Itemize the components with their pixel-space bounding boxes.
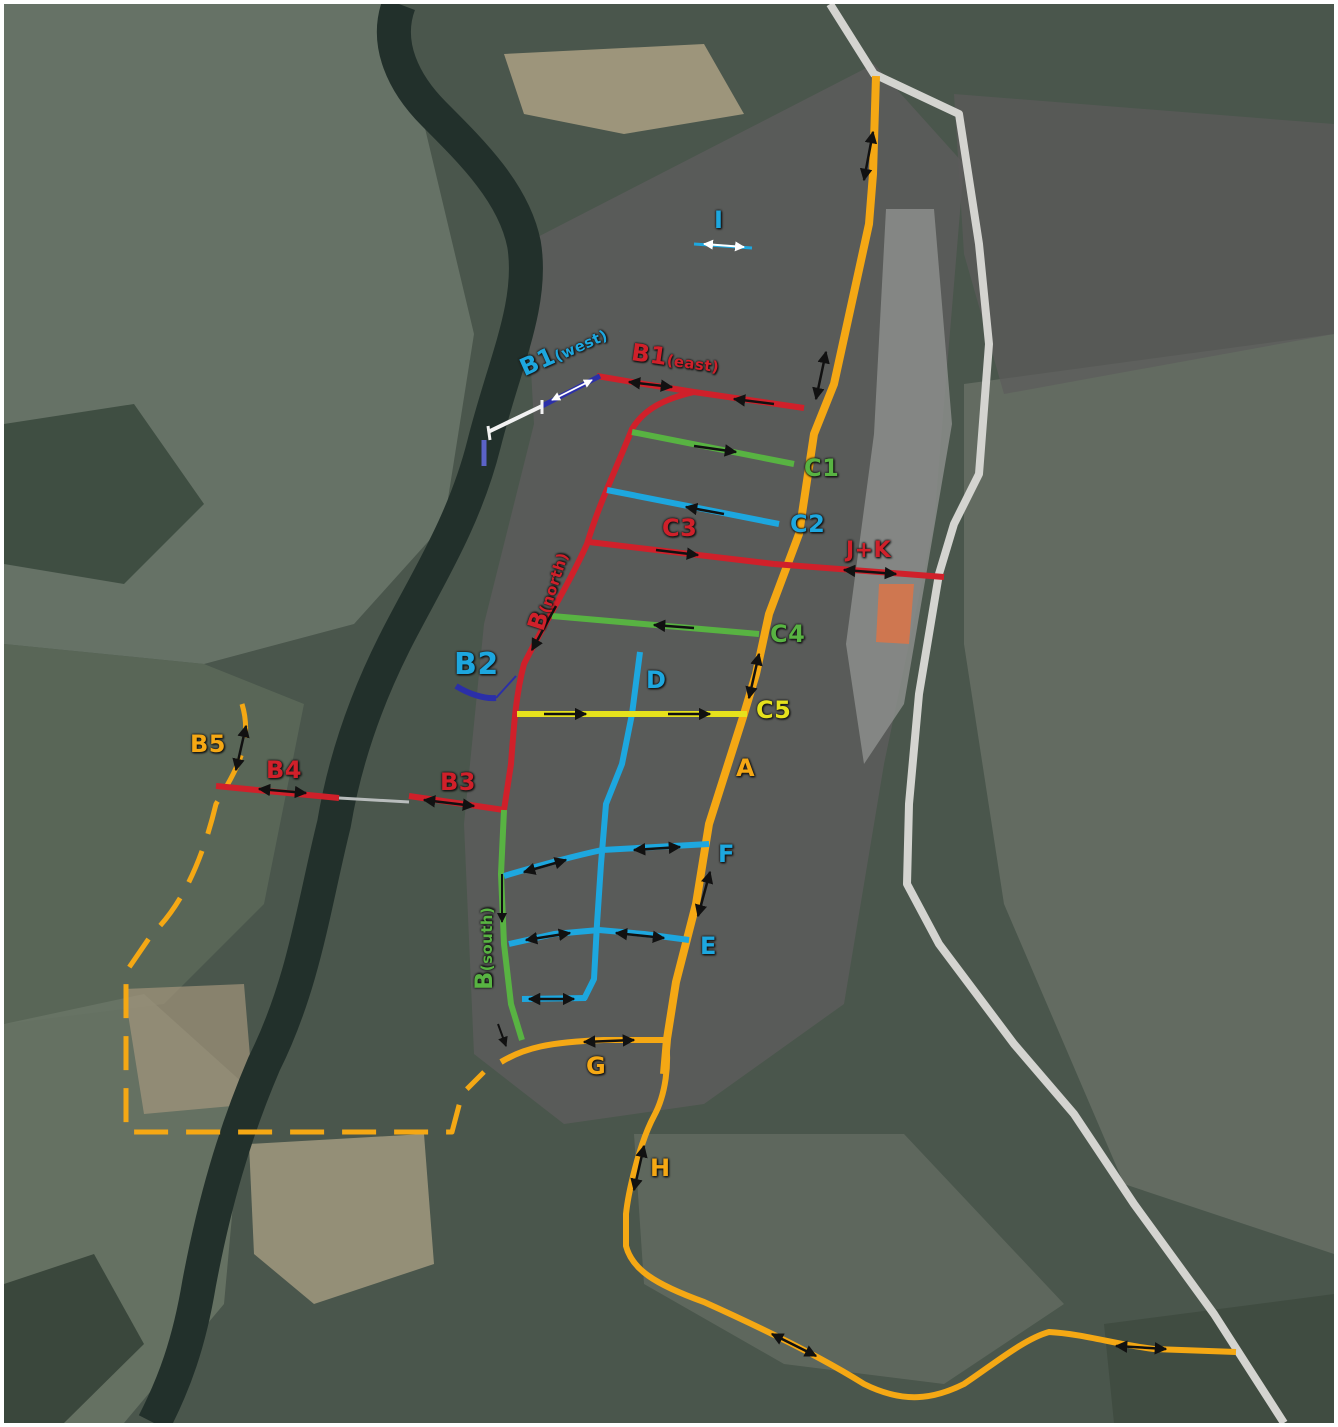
route-b-north xyxy=(501,389,695,811)
one-way-arrow-b1-east xyxy=(732,394,775,407)
one-way-arrow-c3 xyxy=(655,547,700,560)
two-way-arrow-f-west xyxy=(522,857,568,875)
label-g: G xyxy=(586,1052,607,1080)
one-way-arrow-b-south-2 xyxy=(497,1023,508,1047)
river xyxy=(138,4,543,1423)
sand-patch-north xyxy=(504,44,744,134)
roofs-orange xyxy=(876,584,914,644)
one-way-arrow-c4 xyxy=(652,619,695,633)
two-way-arrow-a-north xyxy=(859,130,878,182)
fields-east xyxy=(964,334,1334,1254)
terrain-layer xyxy=(4,4,1334,1423)
label-b3: B3 xyxy=(440,768,476,796)
label-b-south-sub: (south) xyxy=(478,906,496,972)
label-c2: C2 xyxy=(790,510,826,538)
label-f: F xyxy=(718,840,735,868)
label-e: E xyxy=(700,932,717,960)
town-area xyxy=(464,64,964,1124)
map-canvas xyxy=(4,4,1334,1423)
two-way-arrow-b1-east xyxy=(627,377,674,392)
label-a: A xyxy=(736,754,756,782)
one-way-arrow-b-north xyxy=(530,605,558,652)
two-way-arrow-h-east xyxy=(1114,1340,1168,1355)
label-b-south-main: B xyxy=(470,971,498,990)
label-c3: C3 xyxy=(662,514,698,542)
bridge-b4 xyxy=(338,796,410,804)
label-c5: C5 xyxy=(756,696,792,724)
label-b4: B4 xyxy=(266,756,302,784)
label-c4: C4 xyxy=(770,620,806,648)
route-b2-spur xyxy=(495,675,517,699)
two-way-arrow-b5 xyxy=(232,724,250,772)
route-b5-dashed xyxy=(123,703,486,1135)
clearing-west xyxy=(124,984,254,1114)
ferry-crossing xyxy=(487,404,543,434)
town-east-area xyxy=(954,94,1334,394)
route-d xyxy=(581,651,643,1001)
fields-west xyxy=(4,644,304,1024)
route-b-south xyxy=(498,809,525,1041)
two-way-arrow-a-mid xyxy=(812,350,830,401)
ferry-crossing-start xyxy=(486,425,492,441)
dark-forest-west xyxy=(4,404,204,584)
two-way-arrow-b4 xyxy=(257,783,308,799)
two-way-arrow-e-west xyxy=(524,928,572,945)
one-way-arrow-c2 xyxy=(684,502,725,516)
two-way-arrow-e-east xyxy=(614,927,666,944)
label-c1: C1 xyxy=(804,454,840,482)
two-way-arrow-h xyxy=(630,1144,648,1192)
route-a xyxy=(660,75,880,1075)
two-way-arrow-f-east xyxy=(632,841,682,856)
two-way-arrow-i xyxy=(703,239,745,252)
two-way-arrow-b3 xyxy=(422,795,476,811)
satellite-map[interactable]: I B1(west) B1(east) C1 C2 C3 J+K B(north… xyxy=(4,4,1334,1423)
two-way-arrow-a-c4 xyxy=(745,652,763,700)
label-h: H xyxy=(650,1154,671,1182)
dark-forest-hill xyxy=(1104,1294,1334,1423)
label-b-south: B(south) xyxy=(470,906,498,990)
highway xyxy=(826,4,1288,1423)
label-i: I xyxy=(714,206,724,234)
label-d: D xyxy=(646,666,667,694)
direction-arrows xyxy=(232,130,1168,1358)
label-b5: B5 xyxy=(190,730,226,758)
label-b1-east-main: B1 xyxy=(629,338,670,371)
clearing-southwest xyxy=(249,1134,434,1304)
dark-forest-southwest xyxy=(4,1254,144,1423)
two-way-arrow-jk xyxy=(842,564,898,580)
label-b2: B2 xyxy=(454,647,499,682)
two-way-arrow-g xyxy=(582,1034,636,1048)
two-way-arrow-b1-west xyxy=(551,379,593,401)
one-way-arrow-c1 xyxy=(693,444,738,457)
two-way-arrow-h-south xyxy=(770,1332,818,1358)
two-way-arrow-a-f xyxy=(694,870,714,918)
airstrip xyxy=(846,209,952,764)
label-jk: J+K xyxy=(846,538,892,563)
route-b2 xyxy=(454,683,497,702)
